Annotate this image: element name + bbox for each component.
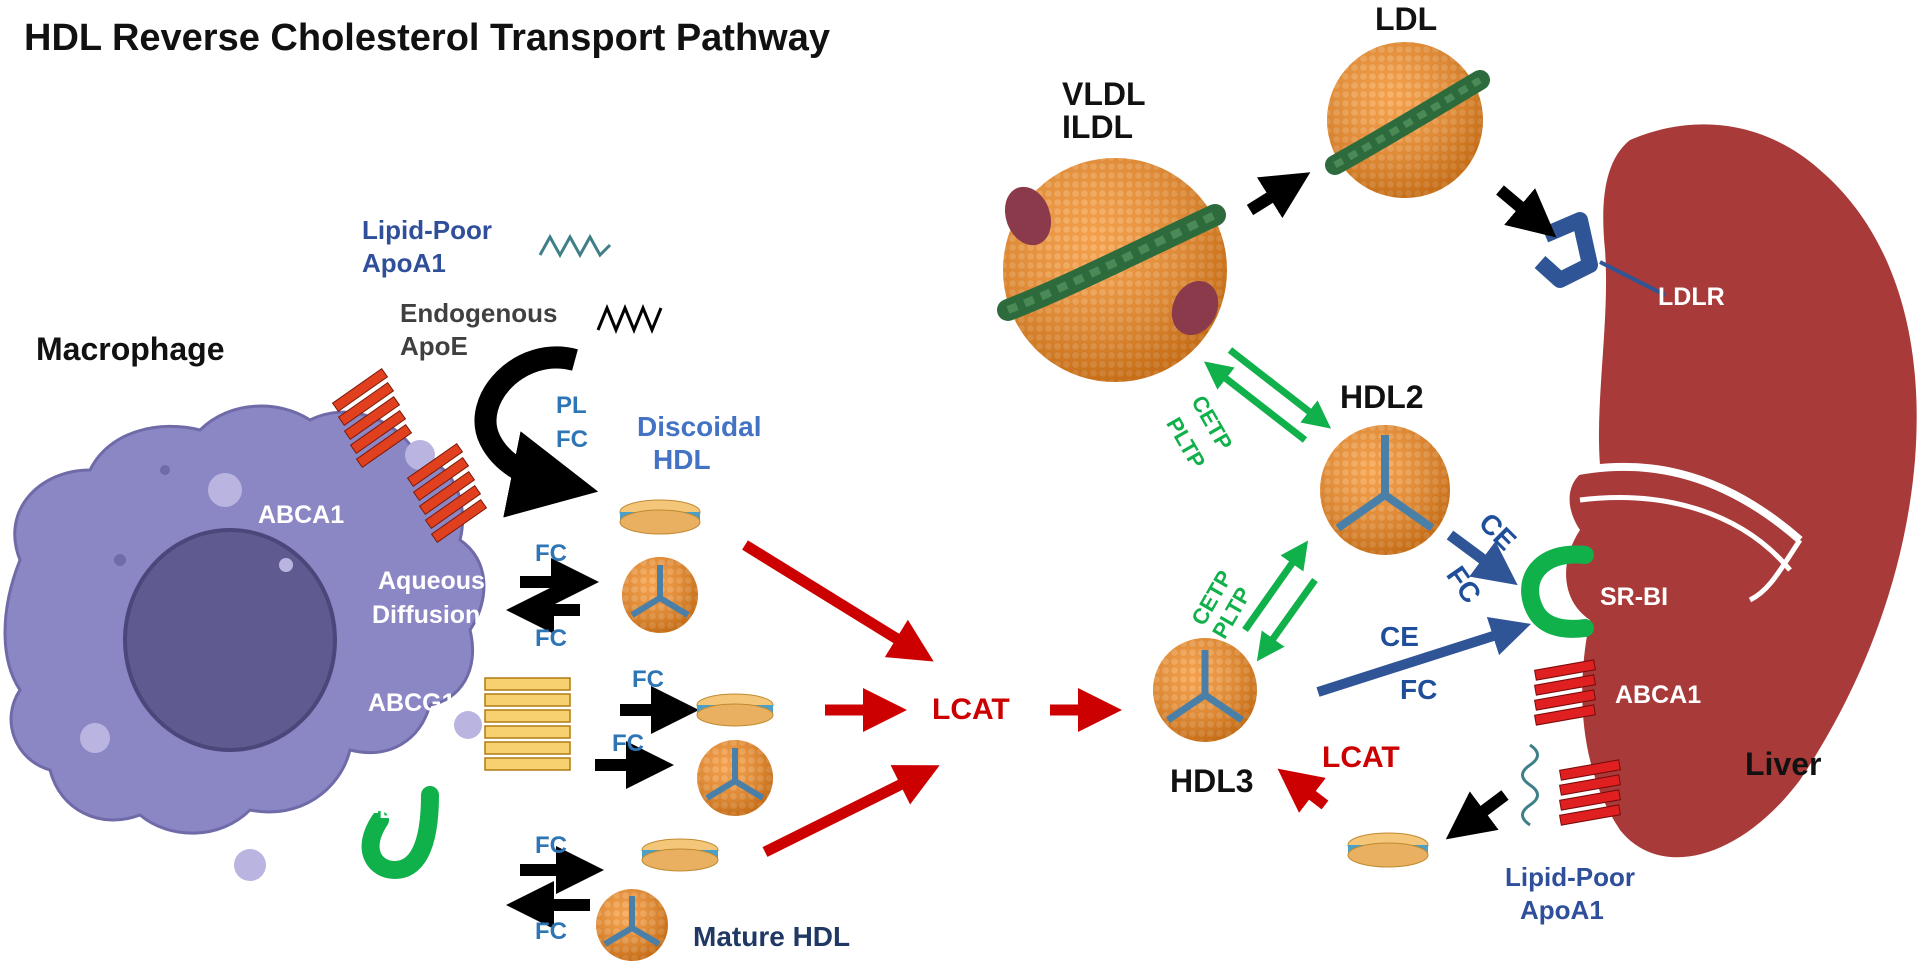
- vldl-label: VLDL: [1062, 76, 1146, 112]
- black-flux-arrows: [506, 172, 1557, 929]
- disc-particle: [641, 838, 719, 872]
- mature-hdl-label: Mature HDL: [693, 921, 851, 952]
- flux-ce-hdl3: CE: [1380, 621, 1419, 652]
- disc-particle: [696, 693, 774, 727]
- liver-organ: [1559, 124, 1917, 858]
- page-title: HDL Reverse Cholesterol Transport Pathwa…: [24, 17, 830, 59]
- lipid-poor-apoa1-bottom-line1: Lipid-Poor: [1505, 862, 1635, 892]
- endogenous-apoe-line2: ApoE: [400, 331, 468, 361]
- discoidal-hdl-particles: [619, 499, 1429, 872]
- flux-fc-aqueous-bottom: FC: [535, 625, 567, 652]
- liver-label: Liver: [1745, 746, 1822, 782]
- lipid-poor-apoa1-top-line2: ApoA1: [362, 248, 446, 278]
- lipid-poor-apoa1-top-line1: Lipid-Poor: [362, 215, 492, 245]
- sphere-particle: [596, 889, 668, 961]
- discoidal-label-line2: HDL: [653, 444, 711, 475]
- flux-pl: PL: [556, 392, 587, 419]
- disc-particle: [619, 499, 701, 535]
- abcg1-label: ABCG1: [368, 689, 456, 717]
- selective-uptake-arrows: [1316, 530, 1532, 697]
- abca1-transporter-macrophage: [331, 368, 488, 543]
- cetp-pltp-arrows: [1203, 347, 1332, 662]
- spherical-hdl-particles: [596, 425, 1450, 961]
- vesicle: [405, 440, 435, 470]
- ldl-particle: [1325, 42, 1490, 198]
- abcg1-transporter: [484, 677, 571, 771]
- aqueous-label: Aqueous: [378, 567, 485, 595]
- abca1-liver-label: ABCA1: [1615, 681, 1702, 709]
- endogenous-apoe-line1: Endogenous: [400, 298, 558, 328]
- flux-fc-curve: FC: [556, 426, 588, 453]
- ldlr-label: LDLR: [1658, 283, 1725, 311]
- sphere-particle: [697, 740, 773, 816]
- vesicle: [279, 558, 293, 572]
- disc-particle: [1347, 832, 1429, 868]
- abca1-macrophage-label: ABCA1: [258, 501, 345, 529]
- vesicle: [80, 723, 110, 753]
- diffusion-label: Diffusion: [372, 601, 481, 629]
- ldl-label: LDL: [1375, 1, 1438, 37]
- lipid-poor-apoa1-top-squiggle: [538, 233, 612, 259]
- flux-fc-srbi-top: FC: [535, 832, 567, 859]
- vesicle: [234, 849, 266, 881]
- liver-body: [1566, 124, 1917, 858]
- vesicle: [454, 711, 482, 739]
- flux-fc-abcg1-1: FC: [632, 666, 664, 693]
- srbi-receptor-macrophage: [361, 786, 439, 880]
- hdl3-label: HDL3: [1170, 763, 1254, 799]
- hdl2-label: HDL2: [1340, 379, 1424, 415]
- sphere-particle: [622, 557, 698, 633]
- flux-fc-srbi-bottom: FC: [535, 918, 567, 945]
- srbi-receptor-liver: [1521, 545, 1594, 638]
- efflux-curve-arrow: [474, 346, 599, 518]
- ldlr-receptor: [1534, 212, 1666, 297]
- ildl-label: ILDL: [1062, 109, 1134, 145]
- macrophage-nucleus: [123, 528, 337, 752]
- hdl2-particle: [1320, 425, 1450, 555]
- endogenous-apoe-squiggle: [596, 304, 663, 334]
- abca1-transporter-liver: [1534, 659, 1621, 826]
- srbi-liver-label: SR-BI: [1600, 583, 1669, 611]
- vldl-particle: [997, 158, 1227, 382]
- discoidal-label-line1: Discoidal: [637, 411, 762, 442]
- flux-fc-abcg1-2: FC: [612, 730, 644, 757]
- lipid-poor-apoa1-bottom-squiggle: [1521, 743, 1539, 827]
- macrophage-cell: [3, 404, 486, 881]
- macrophage-label: Macrophage: [36, 331, 225, 367]
- lcat-arrows: [742, 540, 1329, 857]
- flux-fc-aqueous-top: FC: [535, 540, 567, 567]
- vesicle: [160, 465, 170, 475]
- lcat-center-label: LCAT: [932, 693, 1010, 726]
- flux-fc-hdl3: FC: [1400, 674, 1438, 705]
- lipid-poor-apoa1-bottom-line2: ApoA1: [1520, 895, 1604, 925]
- lcat-liver-label: LCAT: [1322, 741, 1400, 774]
- vesicle: [114, 554, 126, 566]
- hdl3-particle: [1153, 638, 1257, 742]
- vesicle: [208, 473, 242, 507]
- srbi-macrophage-label: SR-BI: [336, 796, 405, 824]
